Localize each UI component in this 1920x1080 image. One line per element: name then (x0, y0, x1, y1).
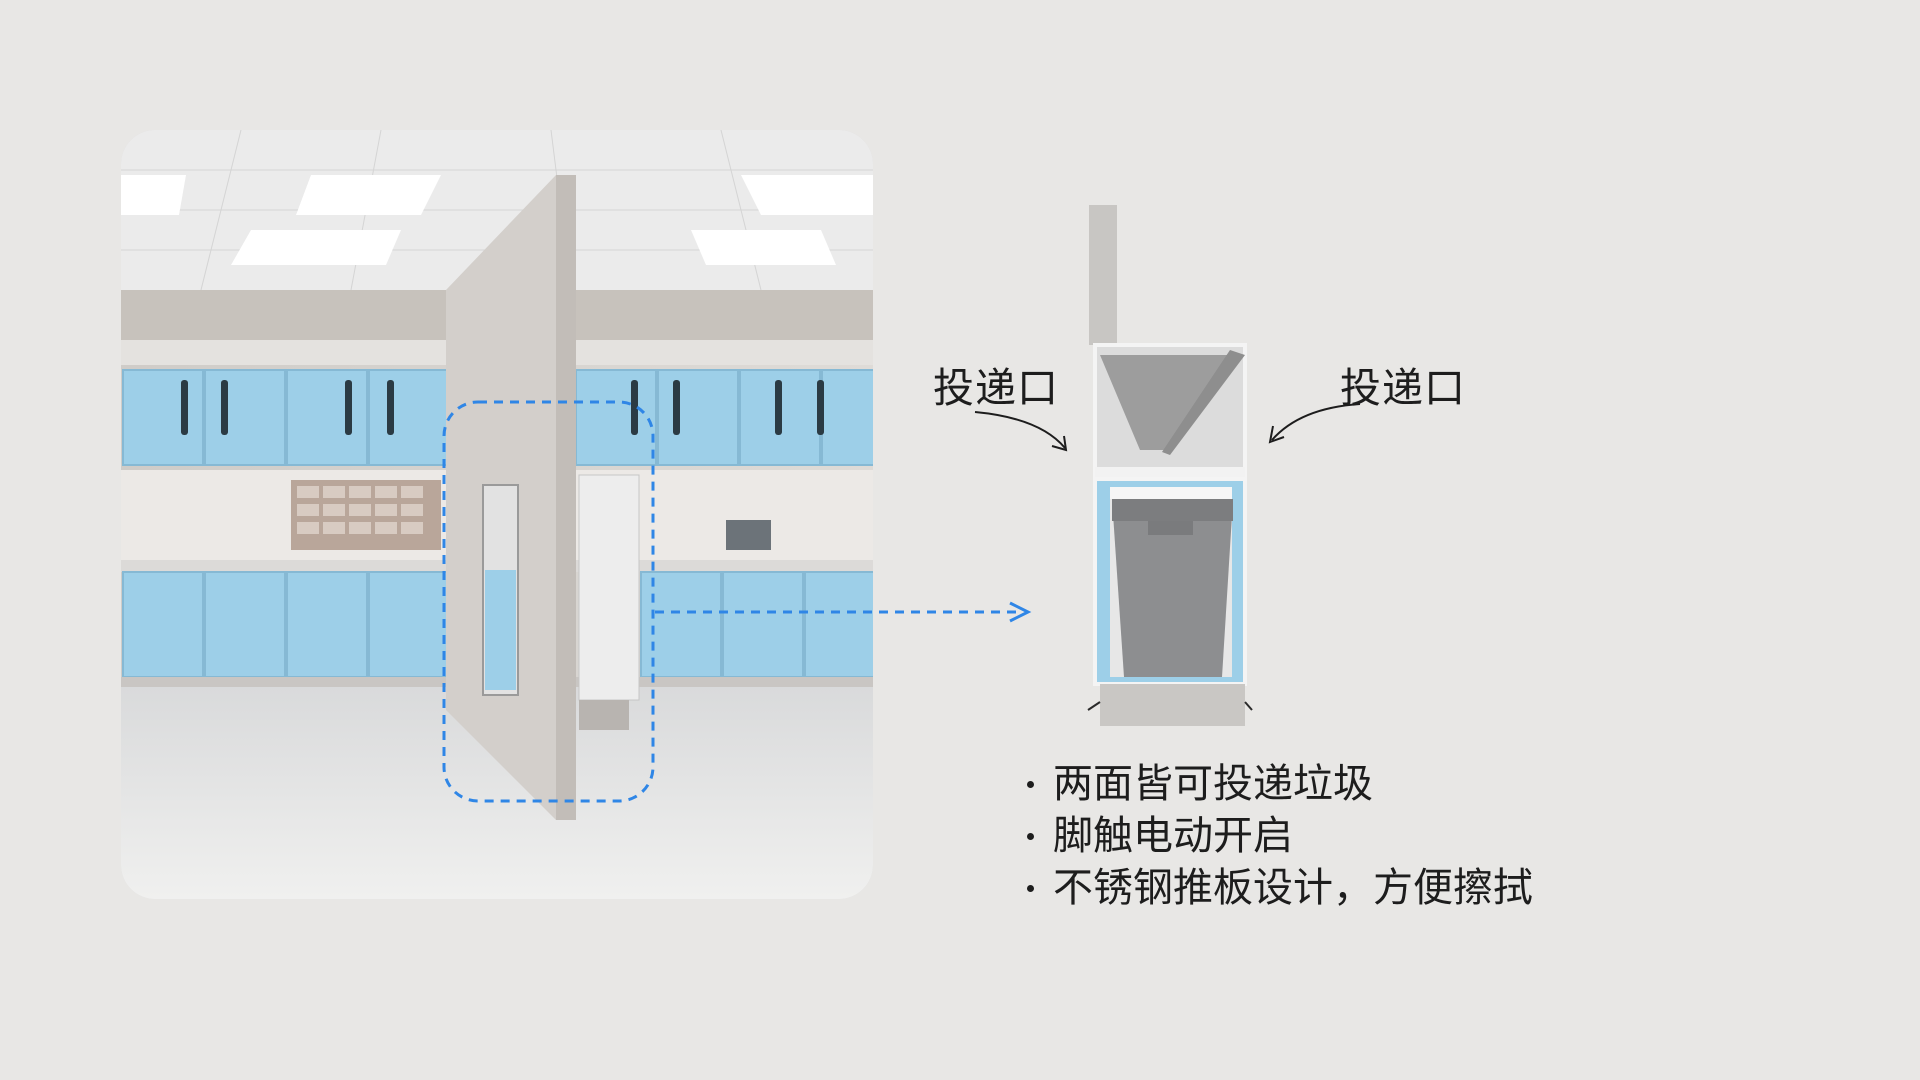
trash-can (1112, 499, 1233, 677)
bin-diagram (1087, 205, 1253, 726)
feature-text: 不锈钢推板设计，方便擦拭 (1053, 865, 1533, 911)
feature-item: 两面皆可投递垃圾 (1020, 758, 1533, 810)
bullet-icon (1027, 780, 1034, 788)
feature-text: 脚触电动开启 (1053, 813, 1293, 859)
feature-item: 不锈钢推板设计，方便擦拭 (1020, 862, 1533, 914)
room-illustration (121, 130, 873, 899)
bin-base (1100, 684, 1245, 726)
feature-list: 两面皆可投递垃圾 脚触电动开启 不锈钢推板设计，方便擦拭 (1020, 758, 1533, 914)
chute-funnel (1100, 355, 1230, 450)
inlet-label-right: 投递口 (1340, 364, 1466, 412)
wall-post (1089, 205, 1117, 345)
inlet-label-left: 投递口 (933, 364, 1059, 412)
bullet-icon (1027, 884, 1034, 892)
room-photo (121, 130, 873, 899)
connector-arrowhead (1009, 601, 1032, 623)
bullet-icon (1027, 832, 1034, 840)
feature-item: 脚触电动开启 (1020, 810, 1533, 862)
feature-text: 两面皆可投递垃圾 (1053, 761, 1373, 807)
left-callout-arrow (974, 411, 1066, 449)
